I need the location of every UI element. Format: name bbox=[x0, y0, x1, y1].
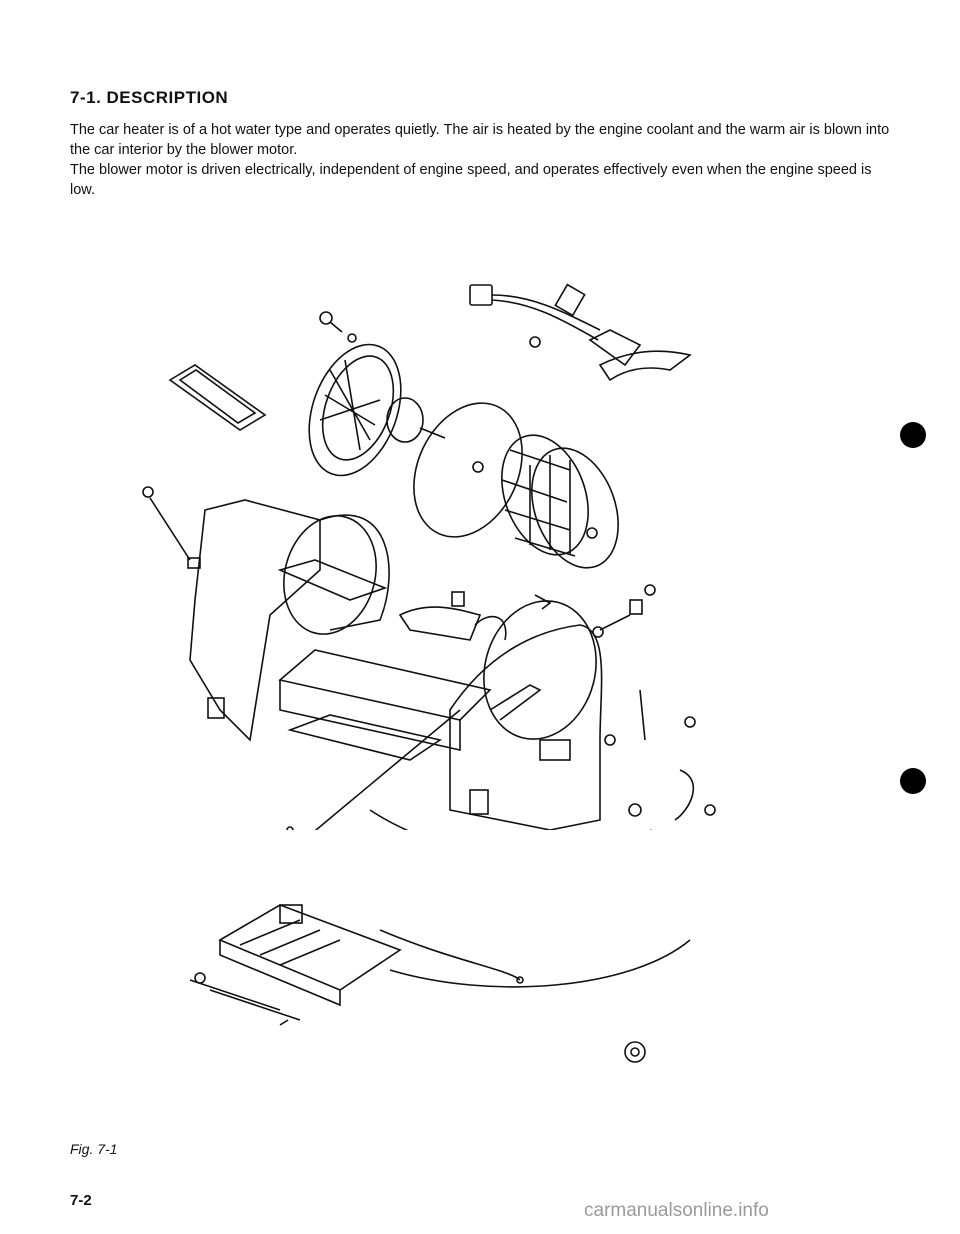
wiring-harness bbox=[469, 283, 692, 382]
paragraph-2: The blower motor is driven electrically,… bbox=[70, 162, 872, 198]
control-cable bbox=[379, 929, 691, 988]
blower-motor bbox=[308, 343, 446, 477]
description-text: The car heater is of a hot water type an… bbox=[70, 120, 890, 200]
binding-hole-bottom bbox=[900, 768, 926, 794]
page-number: 7-2 bbox=[70, 1192, 92, 1209]
heater-core bbox=[277, 559, 492, 761]
blower-fan bbox=[501, 434, 619, 569]
linkage-parts bbox=[592, 584, 716, 830]
binding-hole-top bbox=[900, 422, 926, 448]
heater-case-right bbox=[398, 600, 603, 830]
figure-caption: Fig. 7-1 bbox=[70, 1141, 118, 1157]
paragraph-1: The car heater is of a hot water type an… bbox=[70, 122, 890, 158]
heater-exploded-diagram bbox=[142, 283, 716, 830]
lever-knob bbox=[279, 1019, 646, 1063]
heater-control-diagram bbox=[189, 904, 691, 1063]
fan-plate bbox=[413, 402, 523, 538]
clips bbox=[286, 591, 552, 830]
section-heading: 7-1. DESCRIPTION bbox=[70, 88, 229, 107]
watermark: carmanualsonline.info bbox=[584, 1200, 769, 1221]
heater-control-unit bbox=[189, 904, 402, 1021]
gasket bbox=[168, 364, 267, 431]
screw bbox=[319, 311, 357, 343]
control-cables bbox=[314, 709, 461, 830]
heater-case-left bbox=[142, 486, 390, 742]
